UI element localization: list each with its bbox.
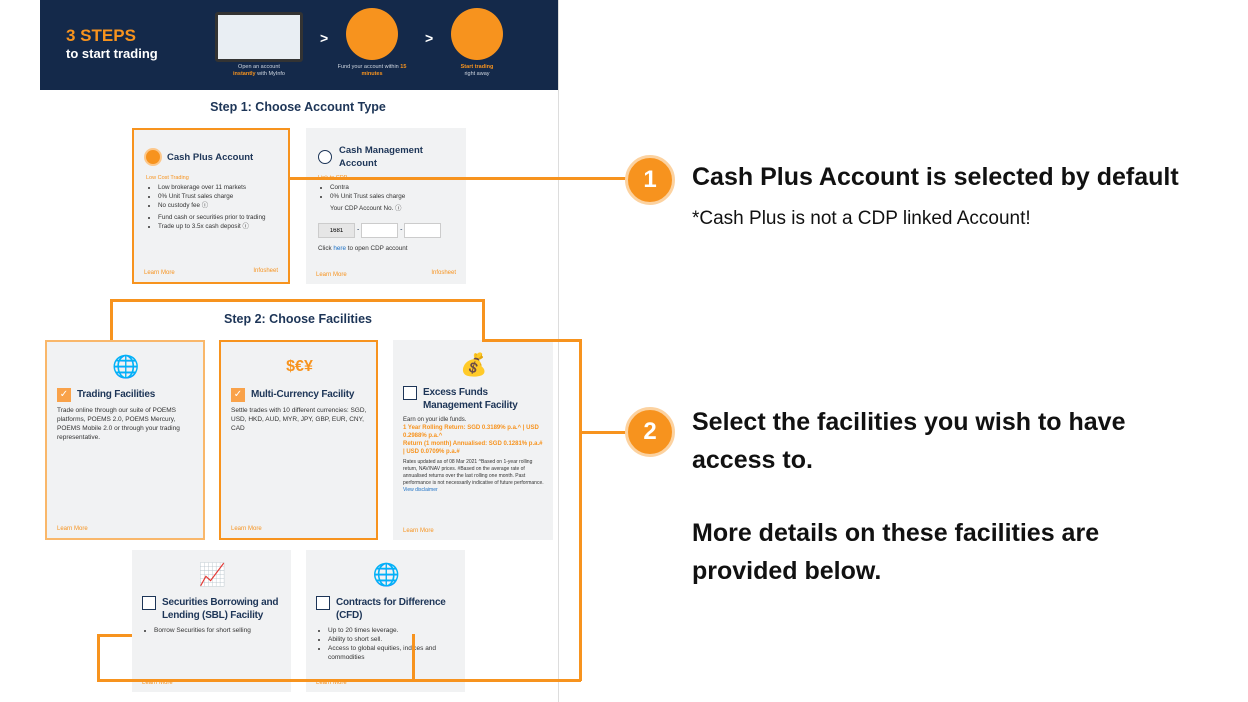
excess-funds-checkbox[interactable] xyxy=(403,386,417,400)
laptop-icon xyxy=(215,12,303,62)
chevron-right-icon: > xyxy=(425,30,434,46)
annotation-1-note: *Cash Plus is not a CDP linked Account! xyxy=(692,208,1031,229)
learn-more-link[interactable]: Learn More xyxy=(57,526,88,532)
learn-more-link[interactable]: Learn More xyxy=(231,526,262,532)
connector-line xyxy=(412,634,415,681)
bullet: Ability to short sell. xyxy=(328,635,457,644)
chevron-right-icon: > xyxy=(320,30,329,46)
radio-selected[interactable] xyxy=(146,150,160,164)
trading-laptop-icon xyxy=(451,8,503,60)
learn-more-link[interactable]: Learn More xyxy=(403,528,434,534)
connector-line xyxy=(110,299,113,340)
here-link[interactable]: here xyxy=(333,245,347,252)
step2-title: Step 2: Choose Facilities xyxy=(224,312,372,326)
sbl-card[interactable]: 📈 Securities Borrowing and Lending (SBL)… xyxy=(132,550,291,692)
divider xyxy=(558,0,559,702)
learn-more-link[interactable]: Learn More xyxy=(142,680,173,686)
annotation-1-heading: Cash Plus Account is selected by default xyxy=(692,163,1179,191)
card-title: Cash Plus Account xyxy=(167,151,254,163)
cash-management-card[interactable]: Cash Management Account Link to CDP Cont… xyxy=(306,128,466,284)
cdp-field-3[interactable] xyxy=(404,223,442,238)
annotation-2: Select the facilities you wish to have a… xyxy=(692,403,1152,590)
connector-line xyxy=(97,679,581,682)
banner-title: 3 STEPS xyxy=(66,26,136,45)
bullet: Fund cash or securities prior to trading xyxy=(158,213,280,222)
cdp-field-2[interactable] xyxy=(361,223,399,238)
banner-subtitle: to start trading xyxy=(66,46,158,61)
step-caption-2: Fund your account within 15 minutes xyxy=(337,64,407,77)
bullet: 0% Unit Trust sales charge xyxy=(330,192,458,201)
excess-funds-card[interactable]: 💰 Excess Funds Management Facility Earn … xyxy=(393,340,553,540)
cdp-open-text: Click here to open CDP account xyxy=(318,245,408,252)
view-disclaimer-link[interactable]: View disclaimer xyxy=(403,487,438,493)
multi-currency-checkbox[interactable]: ✓ xyxy=(231,388,245,402)
globe-person-icon: 🌐 xyxy=(112,354,140,379)
card-title: Multi-Currency Facility xyxy=(251,389,355,400)
bullet: Low brokerage over 11 markets xyxy=(158,183,280,192)
radio-unselected[interactable] xyxy=(318,150,332,164)
banner: 3 STEPS to start trading Open an account… xyxy=(40,0,558,90)
connector-line xyxy=(482,299,485,340)
multi-currency-card[interactable]: $€¥ ✓ Multi-Currency Facility Settle tra… xyxy=(219,340,378,540)
bullet: Trade up to 3.5x cash deposit ⓘ xyxy=(158,222,280,231)
card-desc: Trade online through our suite of POEMS … xyxy=(57,407,180,441)
card-desc: Settle trades with 10 different currenci… xyxy=(231,407,367,432)
trading-checkbox[interactable]: ✓ xyxy=(57,388,71,402)
money-bag-icon: 💰 xyxy=(460,352,488,377)
cfd-checkbox[interactable] xyxy=(316,596,330,610)
currency-icon: $€¥ xyxy=(286,358,313,375)
bullet: Contra xyxy=(330,183,458,192)
card-title: Cash Management Account xyxy=(339,145,423,169)
card-subtitle: Low Cost Trading xyxy=(146,175,189,181)
excess-body: Earn on your idle funds. 1 Year Rolling … xyxy=(403,417,544,493)
card-title: Trading Facilities xyxy=(77,389,156,400)
sbl-checkbox[interactable] xyxy=(142,596,156,610)
step1-title: Step 1: Choose Account Type xyxy=(210,100,386,114)
learn-more-link[interactable]: Learn More xyxy=(144,270,175,276)
connector-line xyxy=(482,339,581,342)
bullet: Access to global equities, indices and c… xyxy=(328,644,457,662)
cdp-prefix-field xyxy=(318,223,355,238)
cfd-card[interactable]: 🌐 Contracts for Difference (CFD) Up to 2… xyxy=(306,550,465,692)
annotation-badge-1: 1 xyxy=(625,155,675,205)
bank-phone-icon xyxy=(346,8,398,60)
connector-line xyxy=(97,634,132,637)
bar-chart-icon: 📈 xyxy=(198,562,227,587)
bullet: No custody fee ⓘ xyxy=(158,201,280,210)
annotation-badge-2: 2 xyxy=(625,407,675,457)
connector-line xyxy=(290,177,630,180)
trading-facilities-card[interactable]: 🌐 ✓ Trading Facilities Trade online thro… xyxy=(45,340,205,540)
cash-plus-card[interactable]: Cash Plus Account Low Cost Trading Low b… xyxy=(132,128,290,284)
bullet: 0% Unit Trust sales charge xyxy=(158,192,280,201)
connector-line xyxy=(110,299,484,302)
annotation-2-details: More details on these facilities are pro… xyxy=(692,519,1100,585)
connector-line xyxy=(97,634,100,681)
cdp-label: Your CDP Account No. ⓘ xyxy=(330,205,402,212)
bullet: Up to 20 times leverage. xyxy=(328,626,457,635)
infosheet-link[interactable]: Infosheet xyxy=(253,268,278,274)
card-title: Excess Funds Management Facility xyxy=(423,387,518,411)
cdp-inputs: - - xyxy=(318,223,458,238)
card-title: Securities Borrowing and Lending (SBL) F… xyxy=(162,597,279,621)
connector-line xyxy=(579,339,582,681)
annotation-2-heading: Select the facilities you wish to have a… xyxy=(692,408,1126,474)
bullet: Borrow Securities for short selling xyxy=(154,626,283,635)
infosheet-link[interactable]: Infosheet xyxy=(431,270,456,276)
globe-bank-icon: 🌐 xyxy=(372,562,401,587)
card-title: Contracts for Difference (CFD) xyxy=(336,597,446,621)
annotation-1: Cash Plus Account is selected by default… xyxy=(692,158,1222,230)
connector-line xyxy=(580,431,630,434)
learn-more-link[interactable]: Learn More xyxy=(316,680,347,686)
learn-more-link[interactable]: Learn More xyxy=(316,272,347,278)
